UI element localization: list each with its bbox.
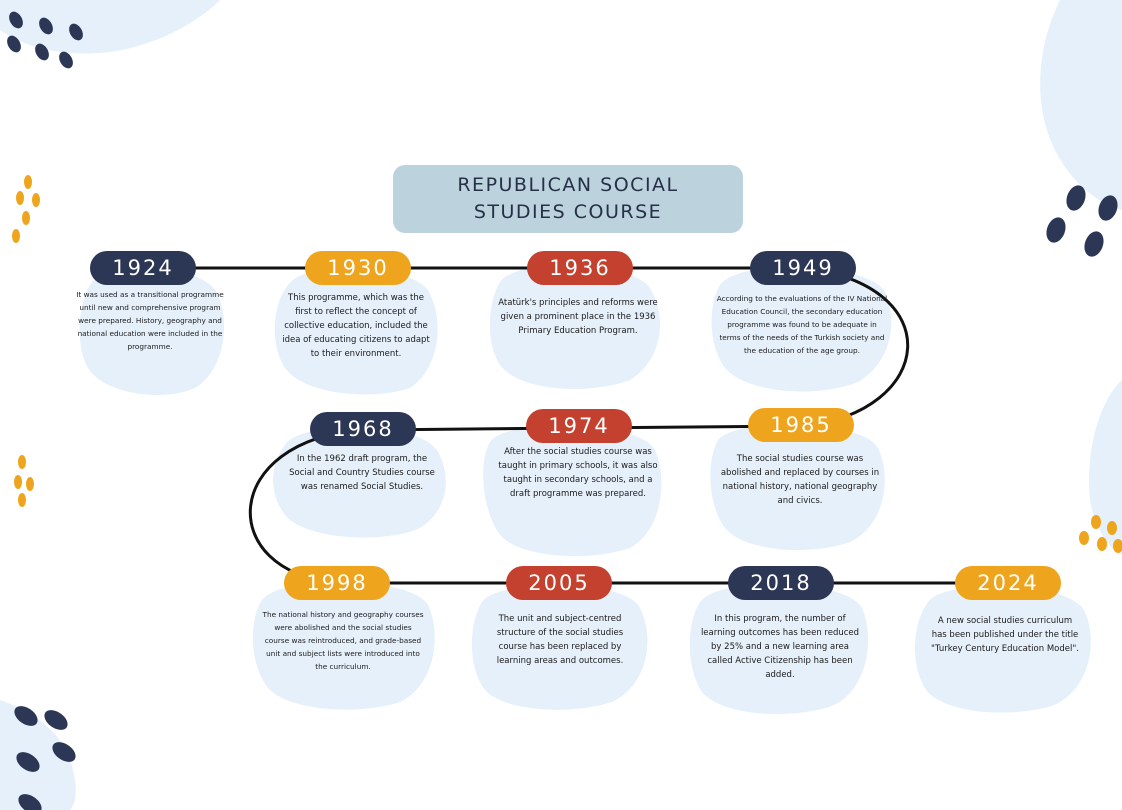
dots-orange-left-mid (14, 455, 34, 507)
year-badge-1936: 1936 (527, 251, 633, 285)
event-description-1924: It was used as a transitional programme … (76, 290, 224, 351)
year-badge-2018: 2018 (728, 566, 834, 600)
blob-top-left (0, 0, 220, 54)
event-description-1998: The national history and geography cours… (262, 610, 424, 671)
event-description-1930: This programme, which was the first to r… (282, 293, 430, 359)
event-description-2005: The unit and subject-centred structure o… (496, 614, 624, 666)
event-description-1974: After the social studies course was taug… (498, 447, 658, 499)
dots-orange-right (1079, 515, 1122, 553)
event-description-1936: Atatürk's principles and reforms were gi… (498, 298, 658, 336)
dots-right (1046, 185, 1118, 257)
event-description-1985: The social studies course was abolished … (720, 454, 880, 506)
year-badge-1949: 1949 (750, 251, 856, 285)
year-badge-1930: 1930 (305, 251, 411, 285)
blob-right-middle (1089, 380, 1122, 555)
event-description-1949: According to the evaluations of the IV N… (716, 294, 888, 355)
year-badge-1985: 1985 (748, 408, 854, 442)
year-badge-2005: 2005 (506, 566, 612, 600)
title-banner: REPUBLICAN SOCIAL STUDIES COURSE (393, 165, 743, 233)
blob-top-right (1040, 0, 1122, 210)
dots-orange-left-top (12, 175, 40, 243)
year-badge-2024: 2024 (955, 566, 1061, 600)
event-description-2018: In this program, the number of learning … (700, 614, 860, 680)
year-badge-1924: 1924 (90, 251, 196, 285)
year-badge-1974: 1974 (526, 409, 632, 443)
title-line-1: REPUBLICAN SOCIAL (457, 174, 679, 196)
blob-bottom-left (0, 700, 76, 810)
dots-bottom-left (14, 706, 76, 810)
event-description-1968: In the 1962 draft program, the Social an… (289, 454, 435, 492)
year-badge-1968: 1968 (310, 412, 416, 446)
text-blobs (79, 265, 1091, 715)
event-description-2024: A new social studies curriculum has been… (931, 616, 1079, 654)
year-badge-1998: 1998 (284, 566, 390, 600)
title-line-2: STUDIES COURSE (473, 201, 663, 223)
dots-top-left (7, 11, 83, 69)
